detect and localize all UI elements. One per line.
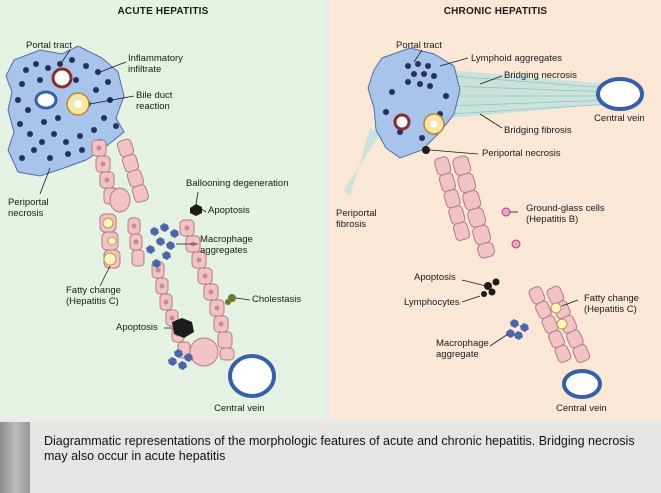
chronic-hepatitis-panel: CHRONIC HEPATITIS — [330, 0, 661, 420]
chronic-ground-glass-cells — [501, 207, 521, 249]
chronic-label-fatty-change: Fatty change (Hepatitis C) — [584, 293, 639, 315]
chronic-label-bridging-necrosis: Bridging necrosis — [504, 70, 577, 81]
figure-caption: Diagrammatic representations of the morp… — [44, 434, 635, 463]
chronic-label-central-vein-top: Central vein — [594, 113, 645, 124]
chronic-portal-vessel — [393, 113, 411, 131]
acute-label-portal-tract: Portal tract — [26, 40, 72, 51]
chronic-bridging-fibrosis — [450, 70, 612, 118]
acute-fat-droplets — [102, 217, 117, 266]
chronic-periportal-fibrosis — [344, 128, 380, 196]
chronic-lymphoid-aggregates — [383, 61, 449, 141]
acute-panel-title: ACUTE HEPATITIS — [117, 6, 209, 17]
chronic-label-portal-tract: Portal tract — [396, 40, 442, 51]
acute-label-cholestasis: Cholestasis — [252, 294, 302, 305]
acute-label-bile-duct-reaction: Bile duct reaction — [136, 90, 173, 112]
chronic-label-bridging-fibrosis: Bridging fibrosis — [504, 125, 572, 136]
chronic-label-periportal-fibrosis: Periportal fibrosis — [336, 208, 377, 230]
chronic-hepatitis-diagram — [344, 47, 644, 399]
chronic-label-central-vein-bottom: Central vein — [556, 403, 607, 414]
acute-portal-vessel — [51, 67, 73, 89]
chronic-apoptosis-cells — [481, 278, 500, 297]
chronic-panel-title: CHRONIC HEPATITIS — [443, 6, 548, 17]
caption-bar: Diagrammatic representations of the morp… — [0, 422, 661, 493]
chronic-label-periportal-necrosis: Periportal necrosis — [482, 148, 561, 159]
acute-central-vein — [228, 354, 276, 398]
acute-portal-vein — [34, 90, 58, 110]
acute-label-apoptosis-bottom: Apoptosis — [116, 322, 158, 333]
acute-hepatitis-panel: ACUTE HEPATITIS — [0, 0, 326, 420]
chronic-bile-duct — [423, 113, 445, 135]
acute-label-inflammatory-infiltrate: Inflammatory infiltrate — [128, 53, 183, 75]
acute-label-periportal-necrosis: Periportal necrosis — [8, 197, 49, 219]
chronic-fat-droplets — [550, 302, 568, 330]
acute-label-macrophage-aggregates: Macrophage aggregates — [200, 234, 253, 256]
acute-label-fatty-change: Fatty change (Hepatitis C) — [66, 285, 121, 307]
acute-apoptosis-top — [190, 204, 202, 216]
chronic-central-vein-top — [596, 77, 644, 111]
chronic-macrophage-aggregate — [506, 319, 529, 340]
chronic-central-vein-bottom — [562, 369, 602, 399]
chronic-label-macrophage-aggregate: Macrophage aggregate — [436, 338, 489, 360]
chronic-label-apoptosis: Apoptosis — [414, 272, 456, 283]
acute-cholestasis — [225, 294, 236, 305]
chronic-label-lymphoid-aggregates: Lymphoid aggregates — [471, 53, 563, 64]
chronic-label-ground-glass-cells: Ground-glass cells (Hepatitis B) — [526, 203, 605, 225]
acute-bile-duct — [66, 92, 90, 116]
acute-hepatitis-diagram — [5, 45, 276, 398]
chronic-necrotic-cell — [422, 146, 430, 154]
acute-apoptosis-bottom — [172, 318, 194, 338]
acute-label-central-vein: Central vein — [214, 403, 265, 414]
acute-label-apoptosis-top: Apoptosis — [208, 205, 250, 216]
acute-label-ballooning-degeneration: Ballooning degeneration — [186, 178, 289, 189]
caption-stripe — [0, 422, 30, 493]
acute-macrophage-aggregates — [146, 223, 193, 370]
chronic-label-lymphocytes: Lymphocytes — [404, 297, 460, 308]
